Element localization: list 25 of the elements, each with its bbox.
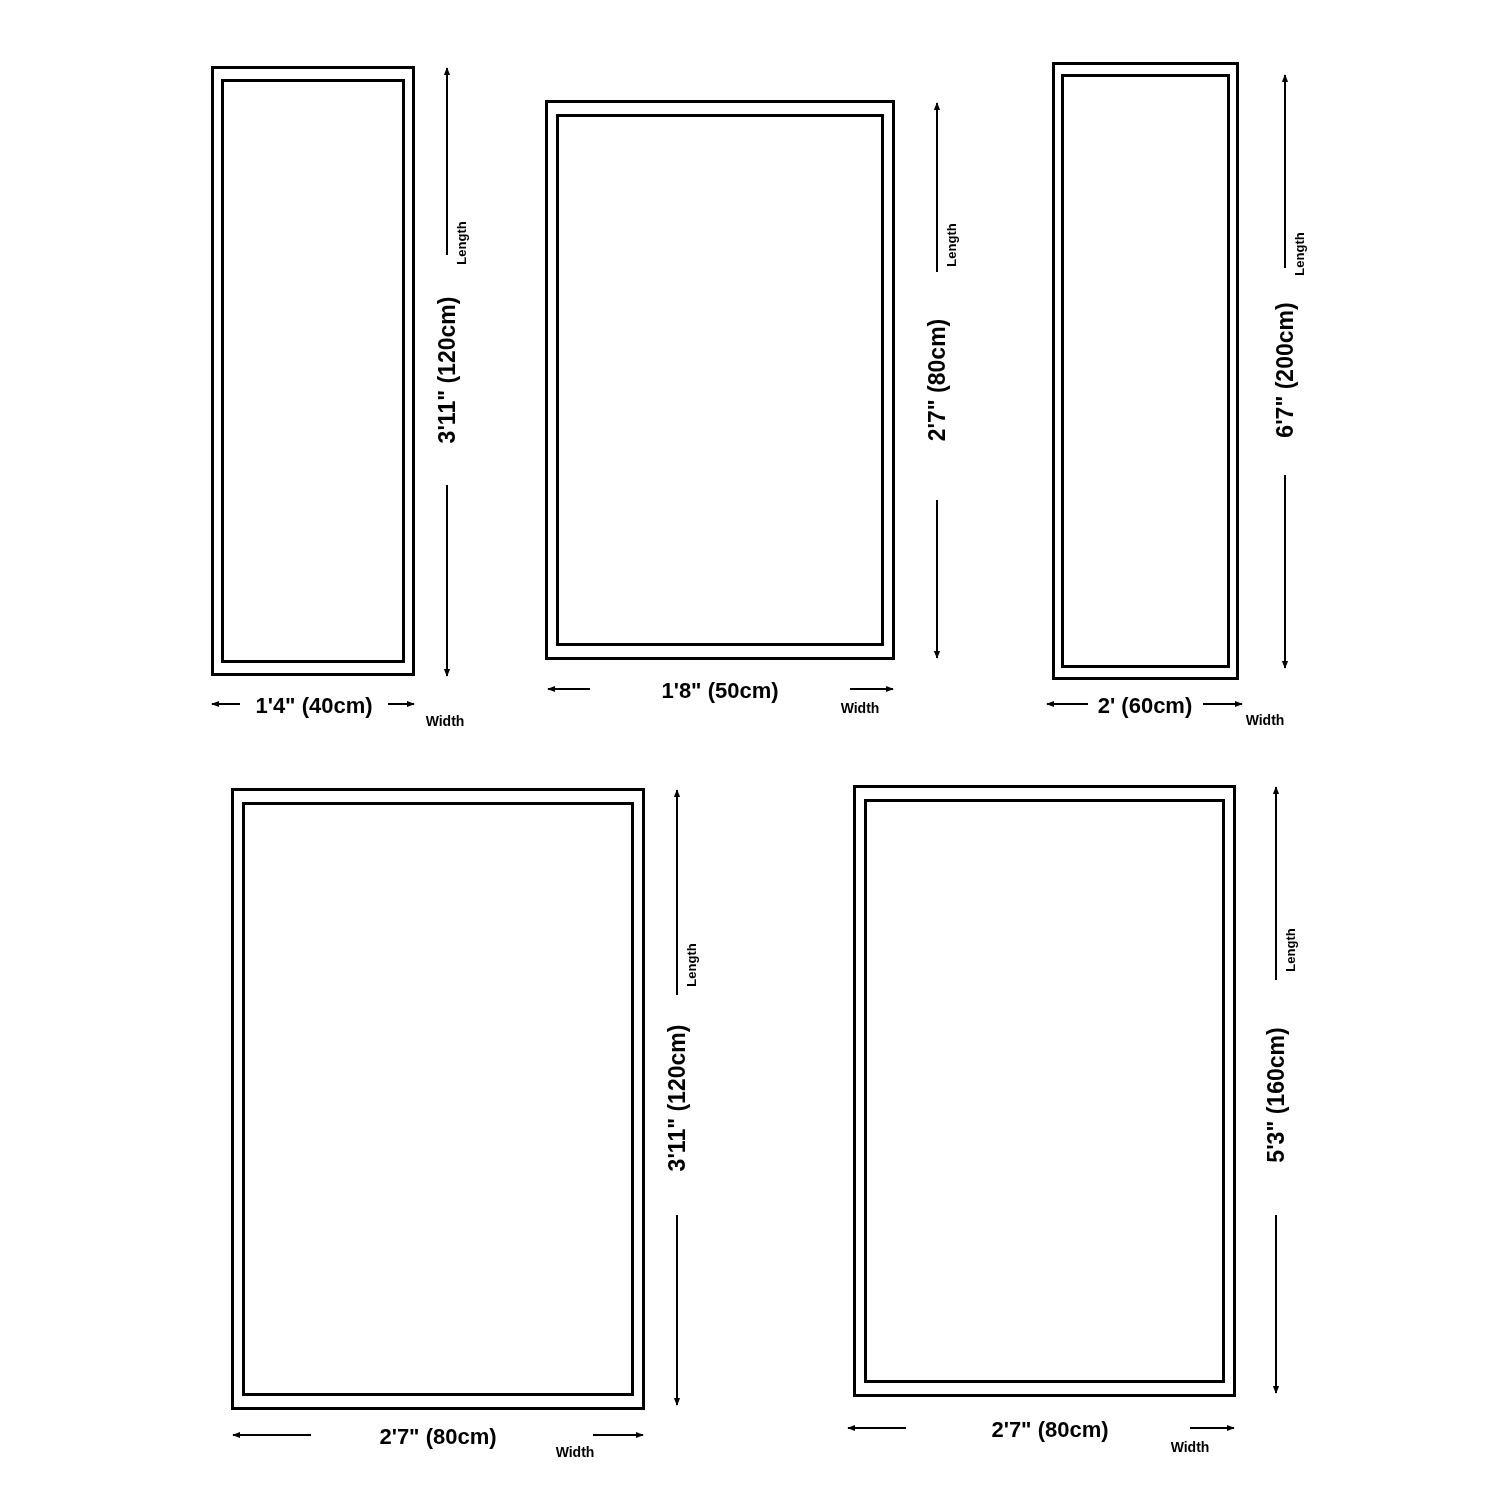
length-tag: Length <box>1292 232 1306 276</box>
length-tag: Length <box>1283 928 1297 972</box>
rug-outline <box>545 100 895 660</box>
width-dimension: 1'8" (50cm) <box>661 680 779 702</box>
width-tag: Width <box>425 714 465 728</box>
width-dimension: 1'4" (40cm) <box>255 695 373 717</box>
length-dimension: 3'11" (120cm) <box>435 296 459 444</box>
rug-outline <box>231 788 645 1410</box>
width-dimension: 2' (60cm) <box>1097 695 1193 717</box>
length-dimension: 3'11" (120cm) <box>665 1024 689 1172</box>
length-dimension: 5'3" (160cm) <box>1264 1027 1288 1163</box>
rug-outline <box>853 785 1236 1397</box>
length-tag: Length <box>944 223 958 267</box>
length-tag: Length <box>454 221 468 265</box>
width-dimension: 2'7" (80cm) <box>991 1419 1109 1441</box>
rug-outline <box>1052 62 1239 680</box>
length-dimension: 2'7" (80cm) <box>925 318 949 442</box>
rug-outline <box>211 66 415 676</box>
length-dimension: 6'7" (200cm) <box>1273 302 1297 438</box>
width-dimension: 2'7" (80cm) <box>379 1426 497 1448</box>
width-tag: Width <box>1245 713 1285 727</box>
width-tag: Width <box>1170 1440 1210 1454</box>
width-tag: Width <box>840 701 880 715</box>
length-tag: Length <box>684 943 698 987</box>
width-tag: Width <box>555 1445 595 1459</box>
